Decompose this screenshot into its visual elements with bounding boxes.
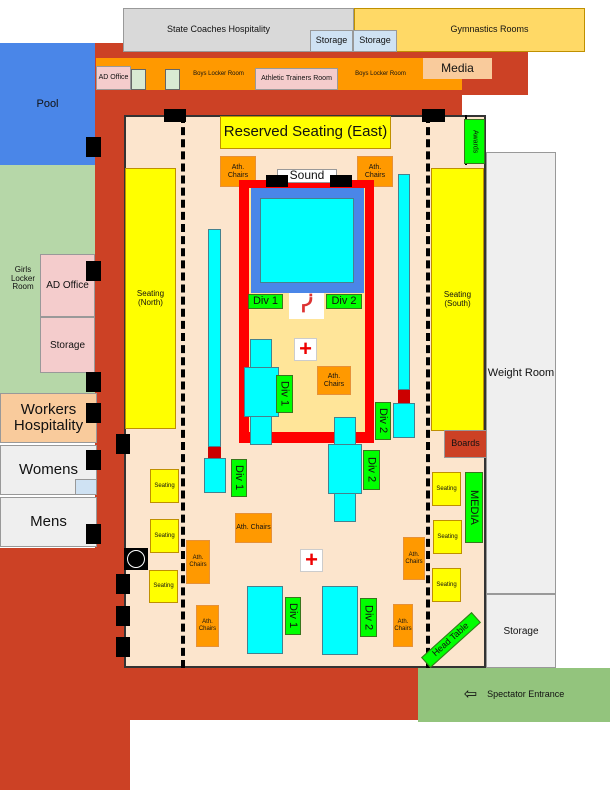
mat <box>334 417 356 446</box>
mat <box>250 415 272 445</box>
spectator-entrance-label: Spectator Entrance <box>487 689 565 700</box>
door <box>86 372 101 392</box>
boundary-line-north <box>181 115 185 668</box>
div1-judges: Div 1 <box>276 375 293 413</box>
ath-chairs: Ath. Chairs <box>196 605 219 647</box>
athletic-trainers-room: Athletic Trainers Room <box>255 68 338 90</box>
sound-table: Sound <box>277 169 337 183</box>
ad-office-top: AD Office <box>96 66 131 90</box>
vault-runway <box>398 174 410 390</box>
small-room <box>165 69 180 90</box>
seating: Seating <box>433 520 462 554</box>
logo-icon: ᓰ <box>289 293 324 319</box>
wiaa-logo-icon <box>124 548 148 570</box>
door <box>116 606 130 626</box>
workers-hospitality: Workers Hospitality <box>0 393 97 443</box>
springboard <box>398 390 410 403</box>
seating: Seating <box>432 472 461 506</box>
wall <box>130 668 418 720</box>
ad-office-left: AD Office <box>40 254 95 317</box>
boys-locker-room-1: Boys Locker Room <box>193 70 244 77</box>
door <box>86 450 101 470</box>
seating: Seating <box>150 469 179 503</box>
boys-locker-room-2: Boys Locker Room <box>355 70 406 77</box>
div2-judges: Div 2 <box>326 294 362 309</box>
reserved-seating-east: Reserved Seating (East) <box>220 116 391 149</box>
boundary-line-south <box>426 115 430 668</box>
mat <box>250 339 272 369</box>
ath-chairs: Ath. Chairs <box>186 540 210 584</box>
womens-small-room <box>75 479 97 495</box>
boards: Boards <box>444 430 487 458</box>
wall <box>0 548 130 790</box>
storage-top-1: Storage <box>310 30 353 52</box>
mat <box>328 444 362 494</box>
ath-chairs: Ath. Chairs <box>220 156 256 187</box>
vault-landing <box>204 458 226 493</box>
ath-chairs: Ath. Chairs <box>403 537 425 580</box>
door <box>86 403 101 423</box>
mat <box>247 586 283 654</box>
ath-chairs: Ath. Chairs <box>235 513 272 543</box>
div1-judges: Div 1 <box>285 597 301 635</box>
mens-restroom: Mens <box>0 497 97 547</box>
seating-north: Seating (North) <box>125 168 176 429</box>
vault-runway <box>208 229 221 447</box>
mat <box>244 367 279 417</box>
speaker <box>266 175 288 187</box>
door <box>422 109 445 122</box>
media-table: MEDIA <box>465 472 483 543</box>
awards-table: Awards <box>464 119 485 164</box>
arrow-left-icon: ⇦ <box>463 686 478 704</box>
seating: Seating <box>432 568 461 602</box>
springboard <box>208 447 221 458</box>
div1-judges: Div 1 <box>248 294 283 309</box>
ath-chairs: Ath. Chairs <box>393 604 413 647</box>
seating-south: Seating (South) <box>431 168 484 431</box>
door <box>116 434 130 454</box>
door <box>116 574 130 594</box>
door <box>86 524 101 544</box>
mat <box>322 586 358 655</box>
div1-judges: Div 1 <box>231 459 247 497</box>
div2-judges: Div 2 <box>360 598 377 637</box>
speaker <box>330 175 352 187</box>
door <box>116 637 130 657</box>
vault-landing <box>393 403 415 438</box>
storage-right: Storage <box>486 594 556 668</box>
storage-left: Storage <box>40 317 95 373</box>
ath-chairs: Ath. Chairs <box>317 366 351 395</box>
door <box>86 137 101 157</box>
first-aid-icon: + <box>300 548 323 572</box>
pool: Pool <box>0 43 95 165</box>
div2-judges: Div 2 <box>363 450 380 490</box>
door <box>164 109 186 122</box>
girls-locker-room: Girls Locker Room <box>0 165 40 393</box>
door <box>86 261 101 281</box>
small-room <box>131 69 146 90</box>
spectator-entrance[interactable]: ⇦ Spectator Entrance <box>418 668 610 722</box>
weight-room: Weight Room <box>486 152 556 594</box>
mat <box>334 492 356 522</box>
first-aid-icon: + <box>294 337 317 361</box>
seating: Seating <box>149 570 178 603</box>
seating: Seating <box>150 519 179 553</box>
media-room: Media <box>423 58 492 79</box>
div2-judges: Div 2 <box>375 402 391 440</box>
storage-top-2: Storage <box>353 30 397 52</box>
floor-exercise-mat <box>251 188 364 293</box>
